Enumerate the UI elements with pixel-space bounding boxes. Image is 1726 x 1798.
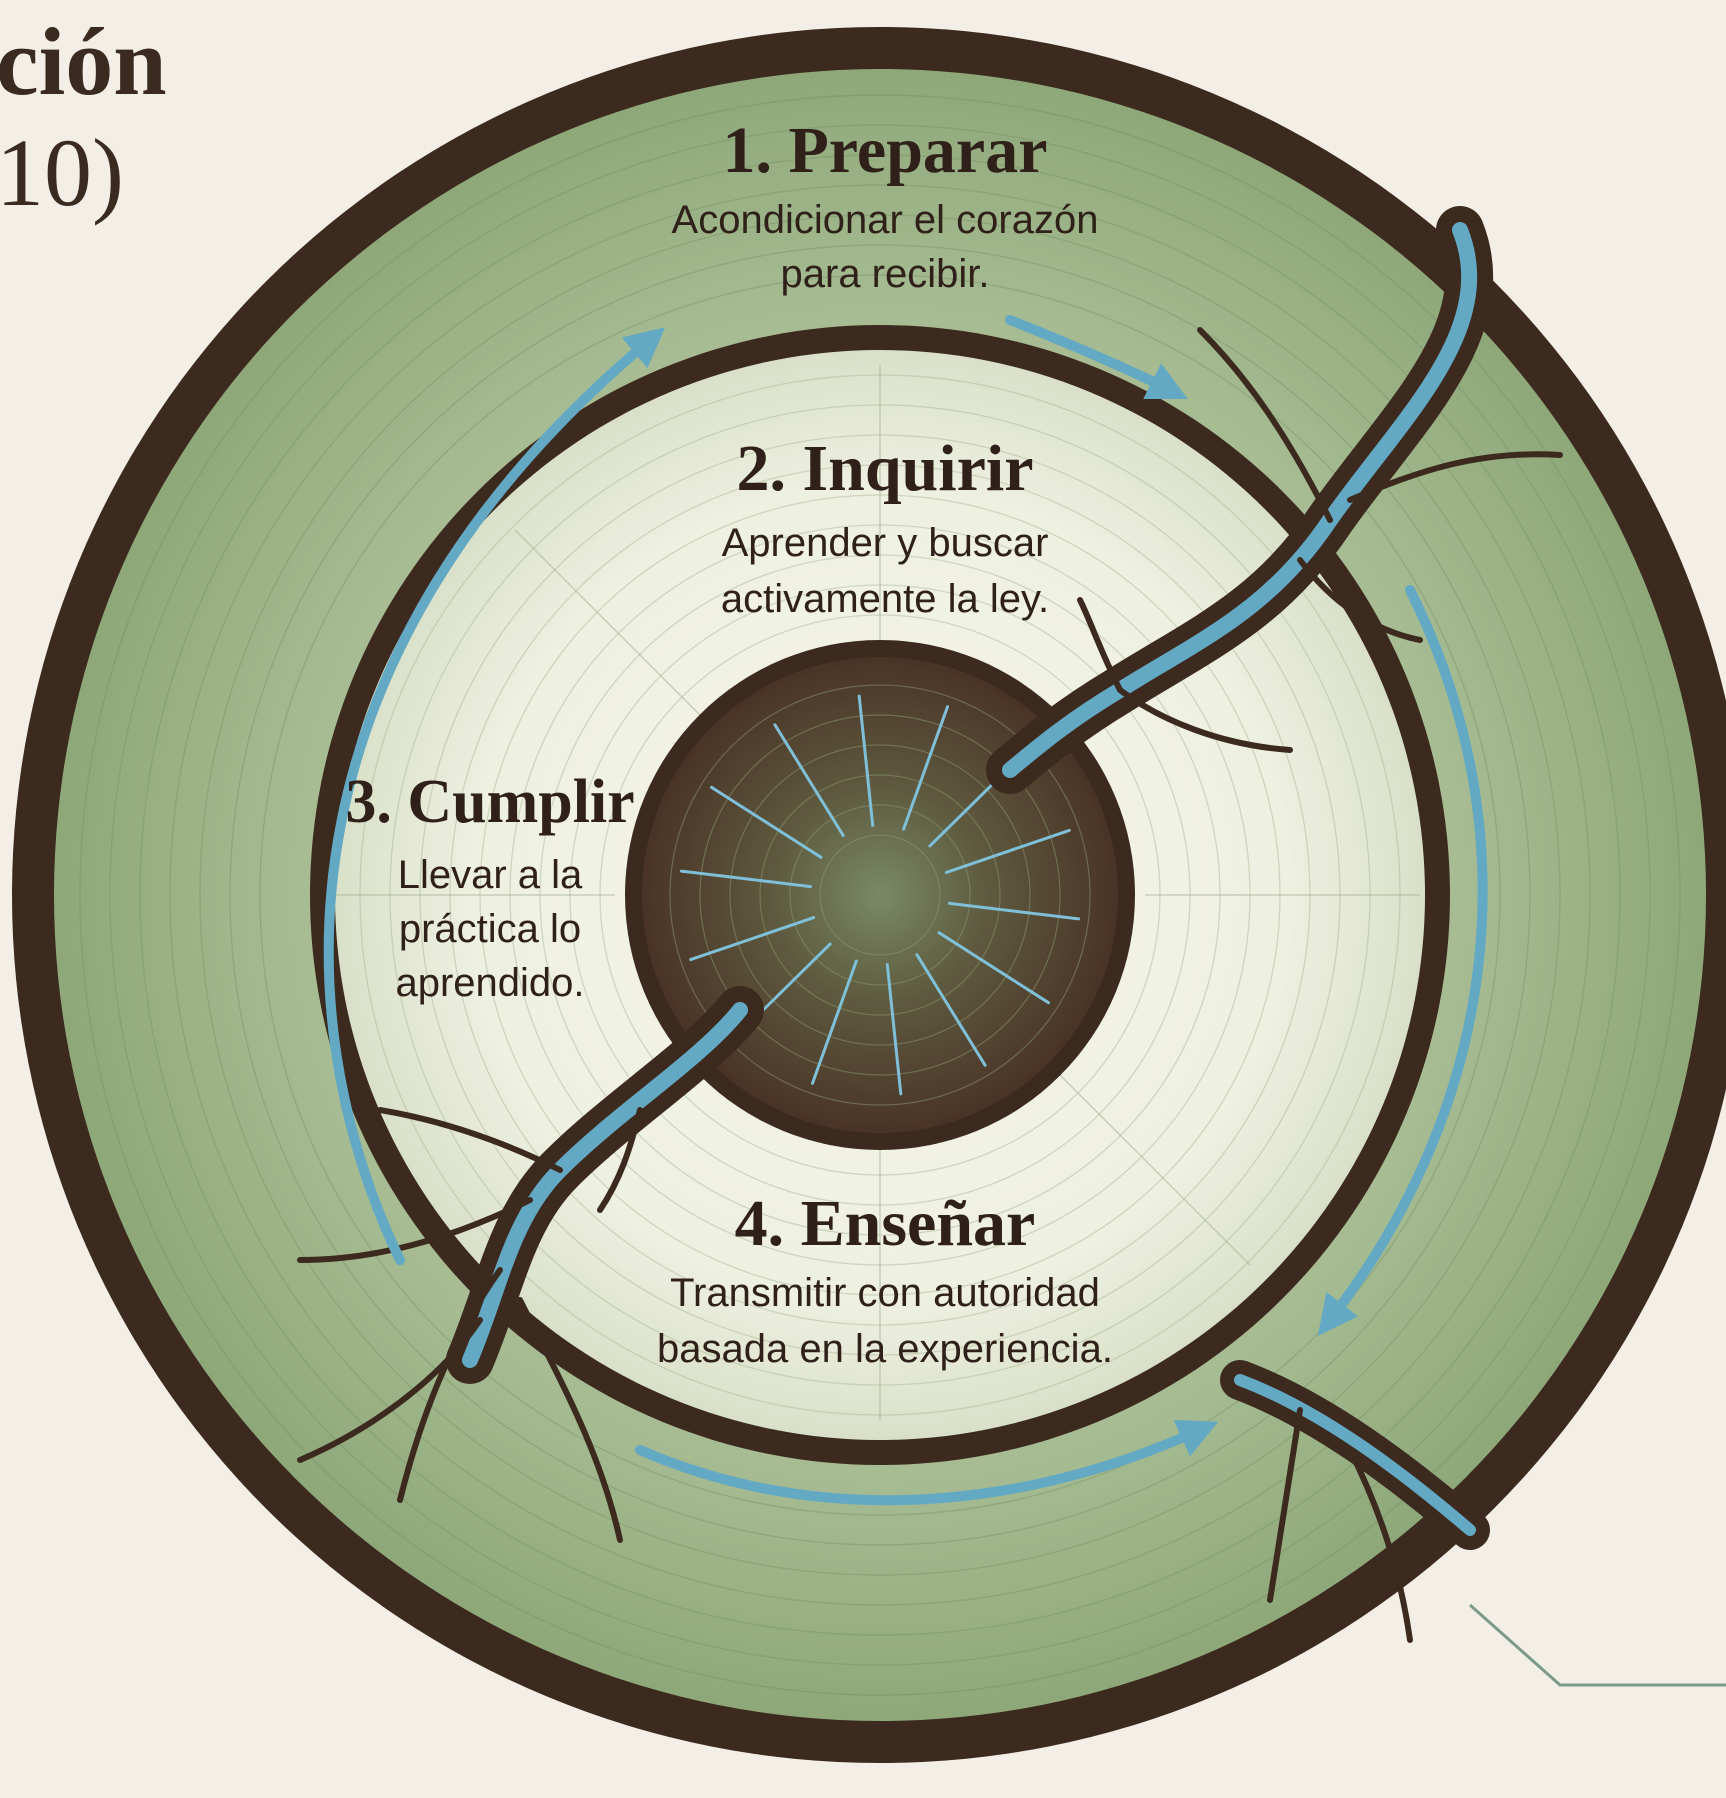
stage-1-title: 1. Preparar [722, 114, 1047, 187]
stage-4-desc-line2: basada en la experiencia. [657, 1327, 1113, 1371]
stage-4-title: 4. Enseñar [735, 1187, 1036, 1260]
stage-2-desc-line2: activamente la ley. [721, 577, 1049, 621]
stage-3-title: 3. Cumplir [345, 768, 634, 836]
stage-3-desc-line2: práctica lo [399, 907, 581, 951]
stage-1-desc-line1: Acondicionar el corazón [672, 198, 1099, 242]
stage-3-desc-line1: Llevar a la [398, 853, 583, 897]
stage-2: 2. Inquirir Aprender y buscar activament… [721, 432, 1049, 621]
stage-2-desc-line1: Aprender y buscar [722, 521, 1049, 565]
stage-1-desc-line2: para recibir. [781, 252, 990, 296]
stage-4-desc-line1: Transmitir con autoridad [670, 1271, 1100, 1315]
stage-3-desc-line3: aprendido. [395, 961, 584, 1005]
stage-2-title: 2. Inquirir [736, 432, 1033, 505]
callout-connector-line [1470, 1605, 1726, 1685]
